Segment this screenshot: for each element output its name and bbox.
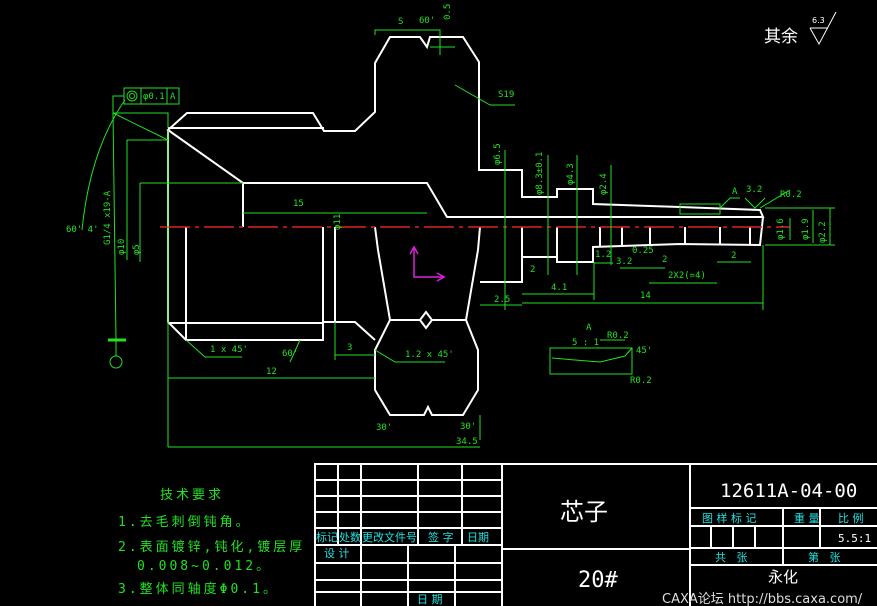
dim-chamfer-mid: 1.2 x 45' [405,350,454,360]
tolerance-value: φ0.1 [143,92,165,102]
dim-32: 3.2 [616,257,632,267]
dim-d43: φ4.3 [566,163,576,185]
dim-d22: φ2.2 [818,221,828,243]
header-count: 处数 [339,531,361,544]
dim-d5: φ5 [132,244,142,255]
dim-30a: 30' [376,423,392,433]
dim-2x2: 2X2(=4) [668,271,706,281]
detail-r: R0.2 [607,331,629,341]
dim-2: 2 [530,265,535,275]
roughness-label: 其余 [764,27,798,47]
dim-d16: φ1.6 [776,218,786,240]
drawing-number: 12611A-04-00 [720,480,857,502]
dim-30b: 30' [460,422,476,432]
header-mark: 标记 [316,530,338,544]
dim-12b: 1.2 [595,250,611,260]
header-date: 日期 [467,531,489,544]
dim-d19: φ1.9 [801,218,811,240]
header-sign: 签 字 [428,530,454,544]
dim-d24: φ2.4 [599,173,609,195]
dim-60: 60' [419,16,435,26]
header-sheet: 第 张 [808,550,841,564]
ucs-axis-icon [409,245,446,282]
detail-scale: 5 : 1 [572,338,599,348]
dim-05: 0.5 [443,4,453,20]
detail-angle: 45' [636,346,652,356]
dim-12: 12 [266,367,277,377]
dim-d11: φ11 [333,214,343,230]
tech-item-2: 2.表面镀锌,钝化,镀层厚 [118,539,305,555]
dim-15: 15 [293,199,304,209]
tech-item-2b: 0.008~0.012。 [137,559,272,574]
detail-label: A [586,323,592,333]
detail-r2: R0.2 [630,376,652,386]
header-weight: 重 量 [794,511,820,525]
tech-title: 技术要求 [160,488,224,503]
dim-s: S [398,17,403,27]
header-change-doc: 更改文件号 [362,530,417,544]
header-design: 设 计 [324,547,350,560]
dim-r02: R0.2 [780,190,802,200]
dim-3: 3 [347,343,352,353]
watermark: CAXA论坛 http://bbs.caxa.com/ [662,592,863,606]
dim-s19: S19 [498,90,514,100]
dim-d65: φ6.5 [493,143,503,165]
dim-2b: 2 [662,255,667,265]
dimension-labels: S 60' 0.5 S19 φ6.5 φ8.3±0.1 φ4.3 φ2.4 φ1… [66,4,828,447]
dim-345: 34.5 [456,437,478,447]
tech-item-3: 3.整体同轴度Φ0.1。 [118,581,279,597]
dimension-lines [81,29,835,448]
roughness-note: 其余 6.3 [764,11,837,47]
tech-item-1: 1.去毛刺倒钝角。 [118,515,252,530]
dim-thread: G1/4 x19-A [103,190,113,245]
tech-requirements: 技术要求 1.去毛刺倒钝角。 2.表面镀锌,钝化,镀层厚 0.008~0.012… [118,488,305,597]
material: 20# [578,568,618,593]
rough-32: 3.2 [746,185,762,195]
dim-25: 2.5 [494,295,510,305]
roughness-value: 6.3 [812,16,825,25]
dim-chamfer-left: 1 x 45' [210,345,248,355]
dim-025: 0.25 [632,246,654,256]
detail-a-ref: A [732,187,738,197]
dim-d83: φ8.3±0.1 [535,152,545,195]
dim-angle-left: 60' 4' [66,225,99,235]
header-date2: 日 期 [417,593,443,606]
dim-41: 4.1 [551,283,567,293]
dim-14: 14 [640,291,651,301]
hatched-section [166,36,765,218]
company: 永化 [768,568,798,586]
header-scale: 比 例 [838,511,864,525]
scale-value: 5.5:1 [838,532,871,545]
dim-d10: φ10 [117,239,127,255]
tolerance-datum: A [170,92,176,102]
dim-60b: 60' [282,349,298,359]
title-block: 标记 处数 更改文件号 签 字 日期 设 计 日 期 芯子 20# 12611A… [314,463,877,606]
header-sample-mark: 图 样 标 记 [702,511,757,525]
part-name: 芯子 [560,498,608,526]
header-total: 共 张 [715,551,748,564]
dim-2c: 2 [731,251,736,261]
